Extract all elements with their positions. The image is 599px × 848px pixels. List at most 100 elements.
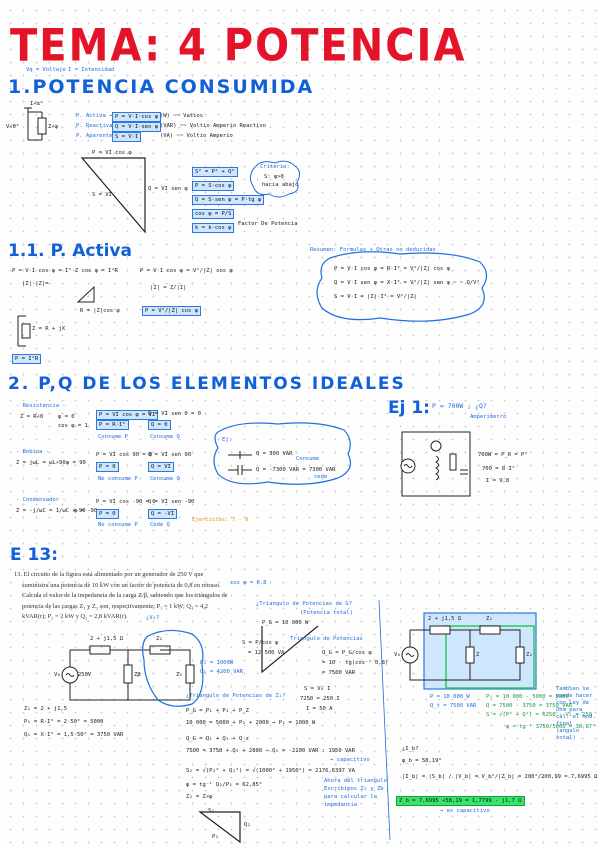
ej1-f2: 700 = 8 I² bbox=[482, 466, 516, 472]
cr-z2-label: Z₂ bbox=[526, 652, 533, 658]
box-apparent-power: S = V·I bbox=[112, 132, 142, 142]
tri-g-sv: = 12 500 VA bbox=[248, 650, 285, 656]
res-box-p1: P = VI cos φ = VI bbox=[96, 410, 159, 420]
box-q-s-sen: Q = S·sen φ = P·tg φ bbox=[192, 195, 265, 205]
note-b4: impedancia bbox=[324, 802, 358, 808]
c-note-q1: Q₁ = 4200 VAR bbox=[200, 669, 244, 675]
res-consume-p: Consume P bbox=[98, 434, 128, 440]
z2-highlight-loop bbox=[142, 629, 204, 707]
note-b3: para calcular la bbox=[324, 794, 377, 800]
criterio-cloud bbox=[249, 160, 301, 198]
tri-g-subtitle: (Potencia total) bbox=[300, 610, 353, 616]
res-box-q: Q = 0 bbox=[148, 420, 171, 430]
sv-line-3: I = 50 A bbox=[306, 706, 333, 712]
con-box-p: P = 0 bbox=[96, 509, 119, 519]
cloud-line-1b: Consume bbox=[296, 456, 320, 462]
ej1-note: Amperimetro bbox=[470, 414, 507, 420]
unit-w: (W) ~~ Vatios bbox=[160, 113, 204, 119]
cloud-line-2: Q = -7300 VAR = 7300 VAR bbox=[256, 467, 336, 473]
triangle-side-label: Q = VI sen φ bbox=[148, 186, 188, 192]
m-line-5: S₂ = √(P₂² + Q₂²) = √(1000² + 1950²) = 2… bbox=[186, 768, 355, 774]
criterio-title: Criterio: bbox=[260, 164, 290, 170]
elements-cloud bbox=[213, 422, 351, 485]
ib-equation: |I_b| = |S_b| / |V_b| = V_b²/|Z_b| = 200… bbox=[402, 774, 598, 780]
box-p-ir: P = I²R bbox=[12, 354, 42, 364]
capacitor-symbol bbox=[228, 465, 252, 475]
res-cos: cos φ = 1 bbox=[58, 423, 88, 429]
con-box-q: Q = -VI bbox=[148, 509, 178, 519]
res-phi: φ = 0 bbox=[58, 414, 75, 420]
resistencia-label: - Resistencia - bbox=[16, 403, 66, 409]
cloud-line-2b: cede bbox=[314, 474, 328, 480]
con-no-consume-p: No consume P bbox=[98, 522, 138, 528]
e13-tag-v: ¿V₀? bbox=[146, 615, 160, 621]
side-note: Tambien se puede hacer con Ley de Ohm pa… bbox=[556, 686, 596, 741]
e13-problem-text: 13. El circuito de la figura está alimen… bbox=[14, 570, 228, 623]
box-p-v: P = V²/|Z| cos φ bbox=[142, 306, 201, 316]
sv-line-1: S = V₀ I bbox=[304, 686, 331, 692]
c-zb-label: Zβ bbox=[134, 672, 141, 678]
c-vg-label: V₀ bbox=[54, 672, 61, 678]
resumen-cloud bbox=[316, 251, 488, 322]
e13-circuit-clean bbox=[401, 625, 525, 681]
m-line-4: 7500 = 3750 + Q₂ + 2800 → Q₂ = -2100 VAR… bbox=[186, 748, 355, 754]
con-phi: φ = -90 bbox=[74, 508, 98, 514]
triangle-hyp-label: S = VI bbox=[92, 192, 112, 198]
criterio-a: S: φ>0 bbox=[264, 174, 284, 180]
bobina-label: - Bobina - bbox=[16, 449, 50, 455]
cr-line-1: P = 10 000 W bbox=[430, 694, 470, 700]
box-s-squared: S² = P² + Q² bbox=[192, 167, 238, 177]
m-line-4b: → capacitivo bbox=[330, 757, 370, 763]
triangle-g bbox=[261, 625, 319, 674]
bob-box-p: P = 0 bbox=[96, 462, 119, 472]
tri-z2-p: P₂ bbox=[212, 834, 219, 840]
cr-right-2: Q = 7500 - 3750 = 3750 VAR bbox=[486, 703, 573, 709]
problem-line: 13. El circuito de la figura está alimen… bbox=[14, 571, 204, 578]
tri-z2-title: ¿Triangulo de Potencias de Z₂? bbox=[186, 693, 286, 699]
problem-line: Calcula el valor de la impedancia de la … bbox=[22, 592, 228, 599]
label-active: P. Activa → bbox=[76, 113, 113, 119]
c-z2-label: Z₂ bbox=[156, 636, 163, 642]
box-cos-phi: cos φ = P/S bbox=[192, 209, 235, 219]
bob-box-q: Q = VI bbox=[148, 462, 174, 472]
e13-heading: E 13: bbox=[10, 545, 58, 565]
tri-g-qg2: = 10 · tg(cos⁻¹ 0,8) bbox=[322, 660, 389, 666]
ej1-heading: Ej 1: bbox=[388, 398, 430, 418]
res-consume-q: Consume Q bbox=[150, 434, 180, 440]
circuit-basic bbox=[24, 107, 47, 141]
bob-eq: Z = jωL = ωL∠90 bbox=[16, 460, 66, 466]
box-k: k = k·cos φ bbox=[192, 223, 235, 233]
calc-q1: Q₁ = X·I² = 1,5·50² = 3750 VAR bbox=[24, 732, 124, 738]
c-z1-label: Z₁ bbox=[176, 672, 183, 678]
con-eq: Z = -j/ωC = 1/ωC ∠-90 bbox=[16, 508, 86, 514]
cr-right-4: φ = tg⁻¹ 3750/5000 = 36,87° bbox=[506, 724, 596, 730]
ib-note: → es capacitivo bbox=[440, 808, 490, 814]
heading-p-activa: 1.1. P. Activa bbox=[8, 241, 132, 261]
unit-va: (VA) ~~ Voltio Amperio bbox=[160, 133, 233, 139]
resumen-title: Resumen: Formulas + Otras no deducidas bbox=[310, 247, 436, 253]
cr-z1-label: Z₁ bbox=[486, 616, 493, 622]
con-q: Q = VI sen -90 bbox=[148, 499, 195, 505]
tri-g-title: ¿Triangulo de Potencias de G? bbox=[256, 601, 353, 607]
formula-z-eq: Z = R + jX bbox=[32, 326, 66, 332]
ej1-circuit bbox=[400, 431, 471, 497]
inductor-symbol bbox=[228, 451, 252, 459]
tri-z2-q: Q₂ bbox=[244, 822, 251, 828]
box-active-power: P = V·I·cos φ bbox=[112, 112, 162, 122]
problem-line: kVAR(r); P₂ = 2 kW y Q₂ = 2,8 kVAR(r). bbox=[22, 613, 128, 620]
tri-g-p: P_G = 10 000 W bbox=[262, 620, 309, 626]
formula-r-cos: R = |Z|cos φ bbox=[80, 308, 120, 314]
con-p: P = VI cos -90 = 0 bbox=[96, 499, 156, 505]
sub-label-voltaje: Vq = Voltaje bbox=[26, 67, 66, 73]
formula-p2: P = V·I cos φ = V²/|Z| cos φ bbox=[140, 268, 233, 274]
ib-final-box: Z_b = 7,6995 ∠58,19 = 1,7799 - j1,7 Ω bbox=[396, 796, 525, 806]
ib-phi: φ_b = 58,19° bbox=[402, 758, 442, 764]
ejercicios-note: Ejercicios: 7 - 9 bbox=[192, 517, 249, 523]
heading-elementos-ideales: 2. P,Q DE LOS ELEMENTOS IDEALES bbox=[8, 374, 406, 394]
resumen-p: P = V·I cos φ = R·I² = V²/|Z| cos φ bbox=[334, 266, 450, 272]
tri-z2-s: S₂ bbox=[208, 808, 215, 814]
ib-title: ¿I_b? bbox=[402, 746, 419, 752]
cr-zb-label: Z bbox=[476, 652, 480, 658]
ej1-text: P = 700W ; ¿Q? bbox=[432, 402, 487, 410]
